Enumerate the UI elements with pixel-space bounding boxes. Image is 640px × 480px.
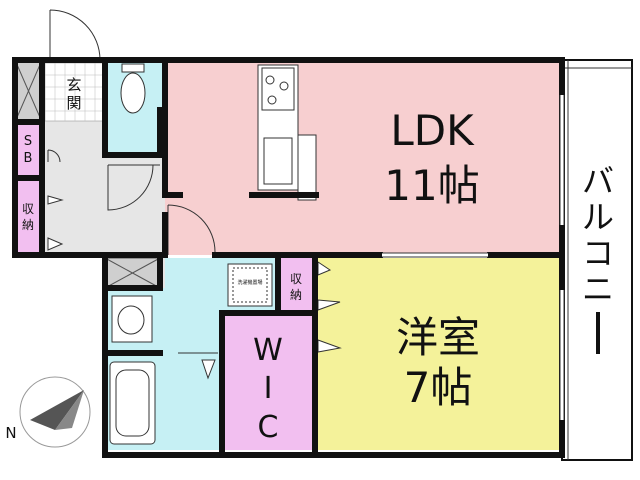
kitchen-counter bbox=[257, 64, 317, 201]
wic-room bbox=[222, 315, 315, 450]
balcony-char-4: ニ bbox=[582, 270, 614, 308]
balcony-char-3: コ bbox=[582, 234, 614, 272]
washer-pan bbox=[227, 263, 273, 307]
north-compass-icon: N bbox=[5, 376, 91, 448]
wic-label-2: I bbox=[264, 371, 273, 406]
western-size: 7帖 bbox=[404, 363, 473, 412]
wic-label-1: W bbox=[253, 333, 283, 368]
washer-label: 洗濯機置場 bbox=[237, 279, 262, 286]
western-room bbox=[315, 258, 562, 450]
windows bbox=[382, 95, 565, 420]
doors bbox=[47, 9, 342, 380]
balcony-label: バ ル コ ニ bbox=[582, 162, 614, 354]
walls bbox=[12, 57, 565, 458]
compass-label: N bbox=[5, 424, 16, 442]
shoe-box bbox=[15, 122, 42, 178]
balcony-area bbox=[561, 59, 633, 461]
ldk-name: LDK bbox=[390, 106, 475, 155]
balcony-char-5 bbox=[596, 312, 600, 354]
shoe-box-label-2: B bbox=[24, 151, 33, 166]
storage-left-label-2: 納 bbox=[22, 218, 34, 232]
balcony-char-1: バ bbox=[582, 162, 614, 200]
toilet-icon bbox=[120, 63, 146, 114]
balcony-char-2: ル bbox=[582, 198, 614, 236]
storage-mid-label-2: 納 bbox=[290, 288, 302, 302]
storage-mid bbox=[278, 258, 315, 313]
entrance-label-1: 玄 bbox=[66, 76, 81, 94]
bathtub-icon bbox=[109, 361, 156, 445]
shoe-box-label-1: S bbox=[24, 134, 32, 149]
ldk-size: 11帖 bbox=[384, 161, 479, 210]
storage-left-label-1: 収 bbox=[22, 202, 34, 216]
entrance-tiles bbox=[44, 62, 106, 122]
wic-label-3: C bbox=[258, 410, 279, 445]
ldk-room bbox=[165, 60, 562, 255]
storage-mid-label-1: 収 bbox=[290, 272, 302, 286]
storage-left bbox=[15, 178, 42, 255]
entrance-label-2: 関 bbox=[66, 94, 81, 112]
washbasin-icon bbox=[111, 295, 153, 343]
western-name: 洋室 bbox=[396, 313, 480, 362]
